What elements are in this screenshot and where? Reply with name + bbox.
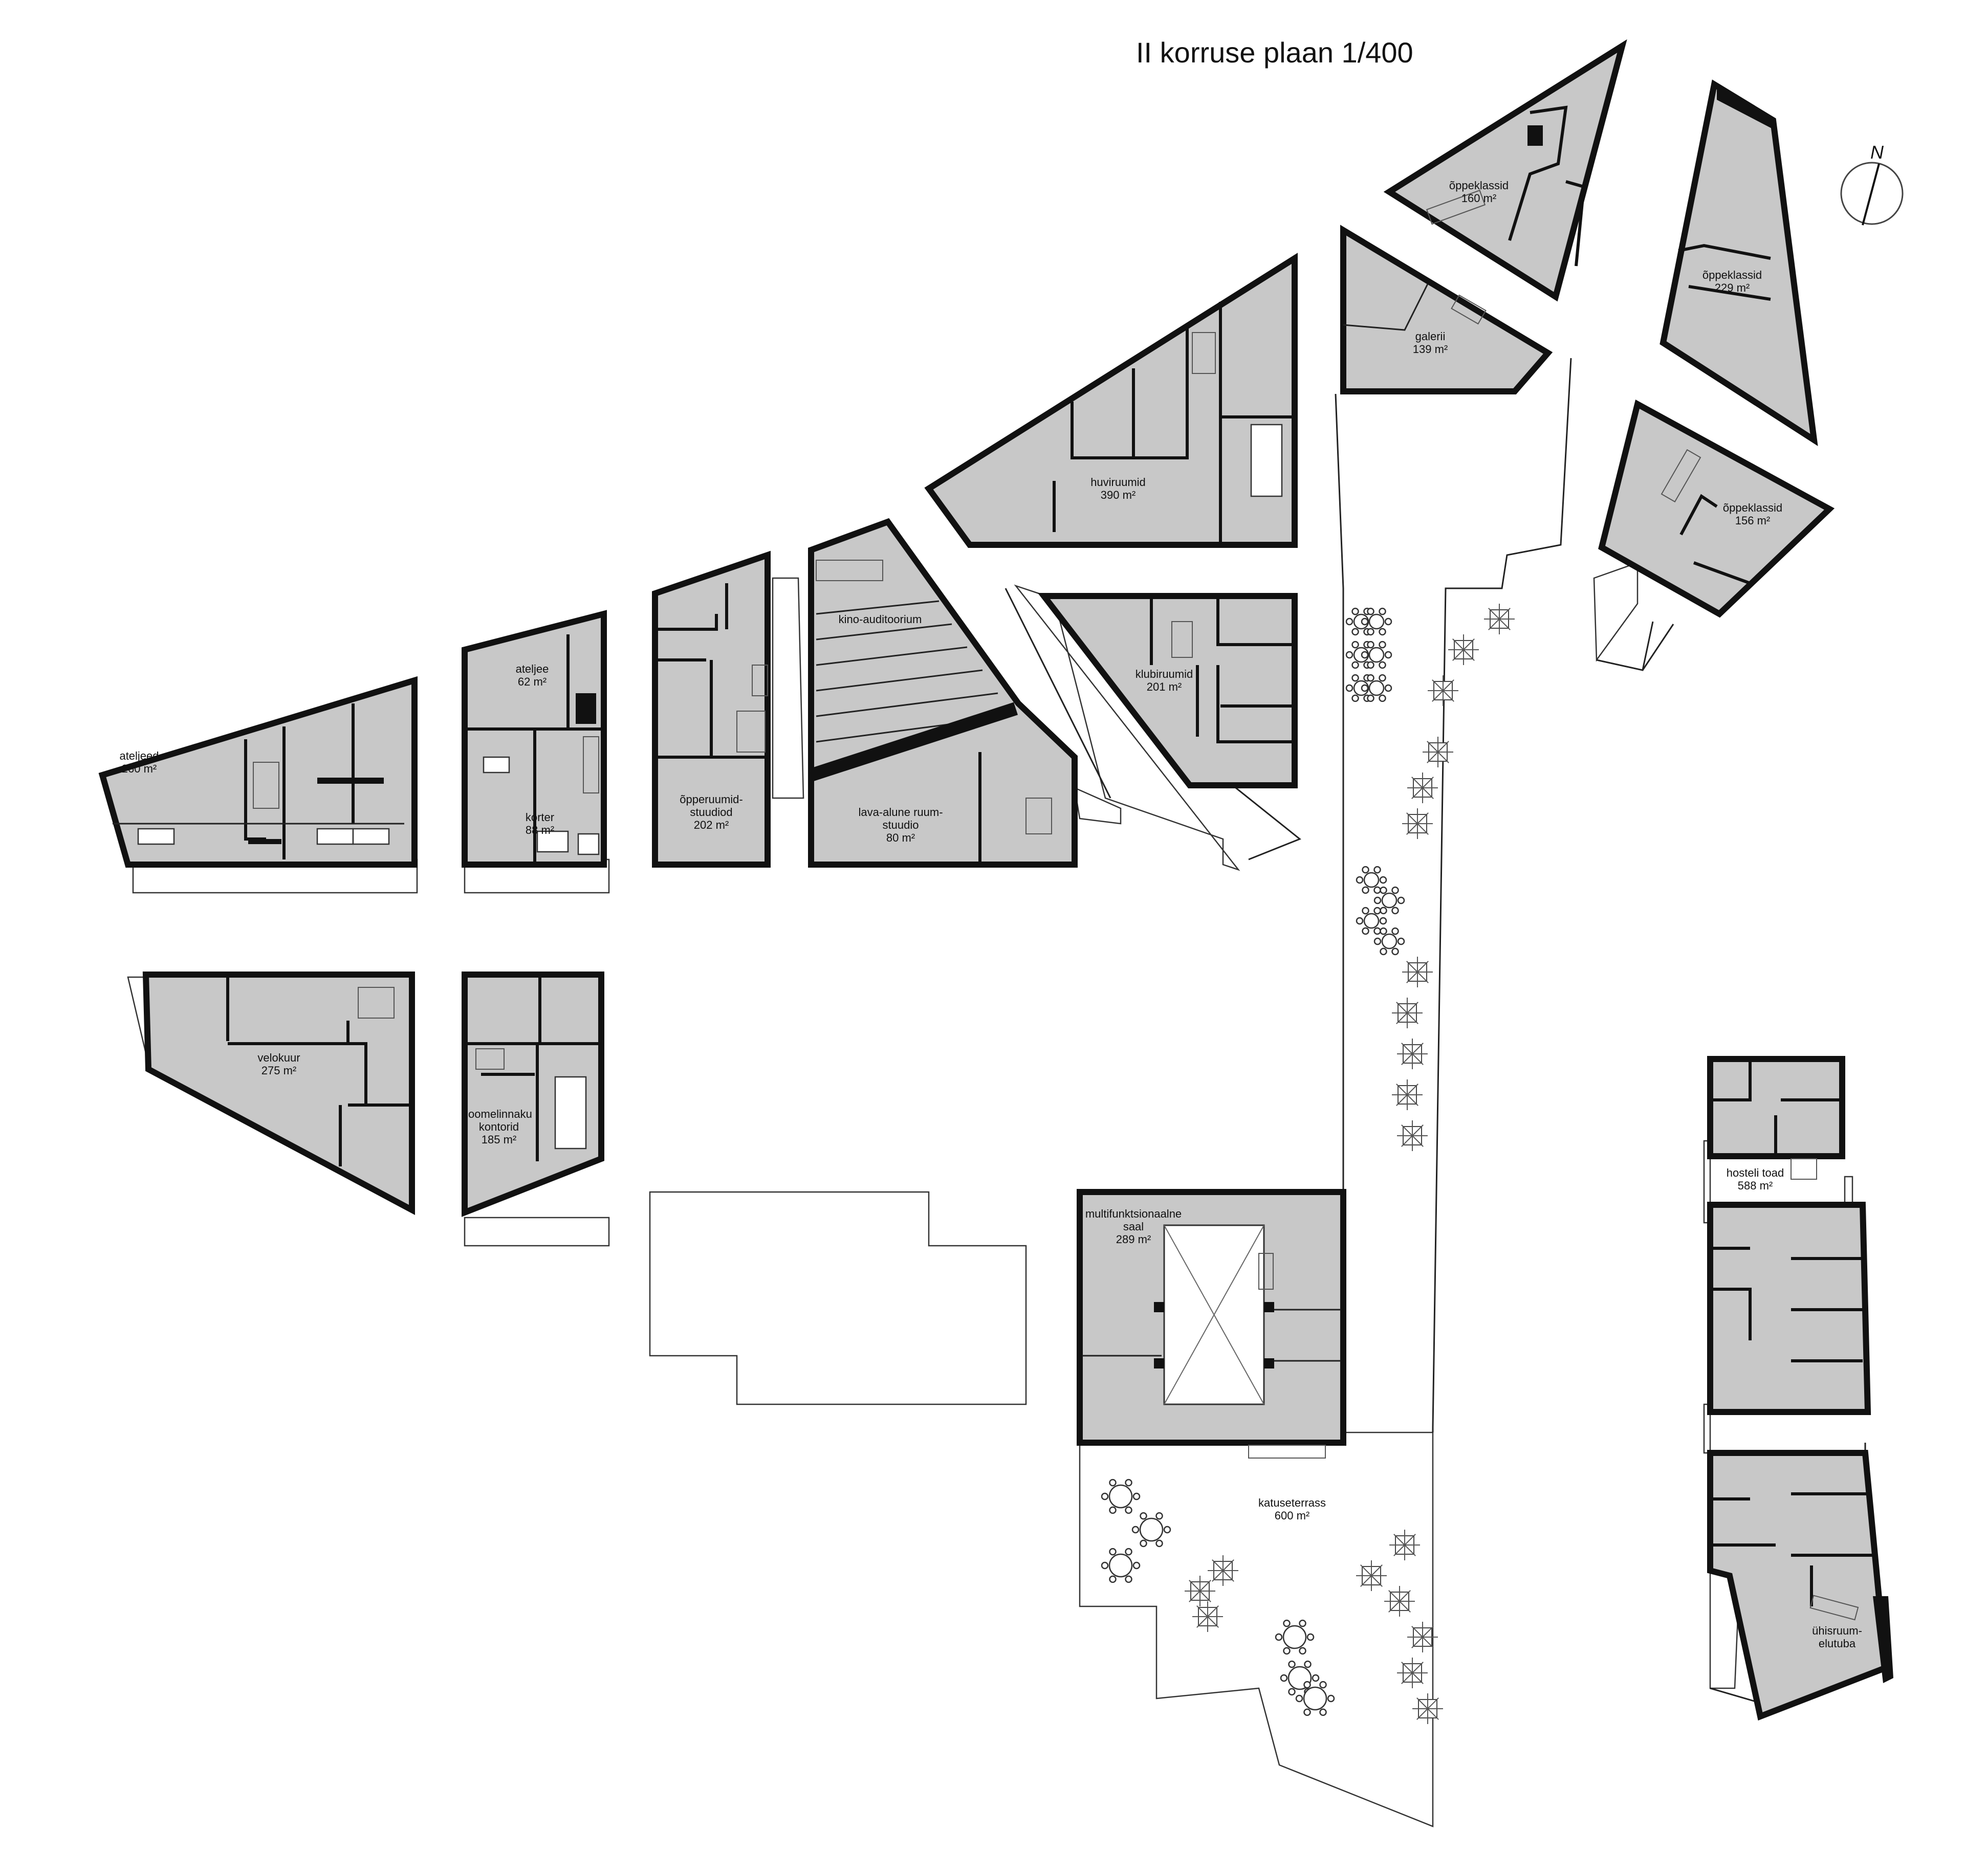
room-velokuur-name: velokuur <box>257 1051 300 1064</box>
room-opperuumid-name-1: õpperuumid- <box>680 793 743 806</box>
room-loomelinnaku-name-2: kontorid <box>479 1120 519 1133</box>
room-oppeklassid-156-area: 156 m² <box>1735 514 1770 527</box>
terrace-table-icon <box>1280 1660 1320 1696</box>
north-arrow-icon: N <box>1840 142 1904 226</box>
planter-icon <box>1397 1039 1428 1069</box>
planter-icon <box>1407 1622 1438 1652</box>
building-oppeklassid-229: õppeklassid 229 m² <box>1660 79 1818 447</box>
room-galerii-name: galerii <box>1415 330 1446 343</box>
room-oppeklassid-229-name: õppeklassid <box>1702 269 1762 281</box>
room-opperuumid-area: 202 m² <box>694 819 729 831</box>
room-katuseterrass-name: katuseterrass <box>1258 1496 1326 1509</box>
planter-icon <box>1185 1576 1215 1606</box>
planter-icon <box>1448 634 1479 665</box>
building-ateljeed: ateljeed 260 m² <box>98 676 418 868</box>
room-lava-area: 80 m² <box>886 831 915 844</box>
room-ateljeed-name: ateljeed <box>119 749 159 762</box>
room-galerii-area: 139 m² <box>1413 343 1448 356</box>
building-kino: kino-auditoorium lava-alune ruum- stuudi… <box>808 518 1078 868</box>
room-velokuur-area: 275 m² <box>261 1064 296 1077</box>
terrace-table-icon <box>1101 1548 1141 1583</box>
room-korter-name: korter <box>526 811 554 824</box>
building-huviruumid: huviruumid 390 m² <box>924 253 1298 548</box>
building-opperuumid: õpperuumid- stuudiod 202 m² <box>652 550 771 868</box>
terrace-table-icon <box>1361 674 1392 702</box>
north-label: N <box>1870 142 1884 163</box>
terrace-table-icon <box>1373 927 1405 956</box>
planter-icon <box>1392 1079 1423 1110</box>
room-lava-name-1: lava-alune ruum- <box>858 806 943 819</box>
planter-icon <box>1402 957 1433 987</box>
building-korter: ateljee 62 m² korter 88 m² <box>462 610 607 868</box>
room-multi-name-1: multifunktsionaalne <box>1085 1207 1182 1220</box>
planter-icon <box>1428 675 1458 706</box>
room-klubiruumid-name: klubiruumid <box>1136 668 1193 680</box>
room-ateljeed-area: 260 m² <box>122 762 157 775</box>
terrace-table-icon <box>1356 866 1387 894</box>
building-galerii: galerii 139 m² <box>1340 225 1553 394</box>
planter-icon <box>1402 808 1433 839</box>
terrace-table-icon <box>1101 1478 1141 1514</box>
room-huviruumid-name: huviruumid <box>1090 476 1146 489</box>
planter-icon <box>1407 773 1438 803</box>
planter-icon <box>1208 1555 1238 1586</box>
terrace-table-icon <box>1373 886 1405 915</box>
planter-icon <box>1389 1530 1420 1560</box>
planter-icon <box>1484 604 1515 634</box>
room-opperuumid-name-2: stuudiod <box>690 806 732 819</box>
planter-icon <box>1192 1601 1223 1632</box>
room-kino-name: kino-auditoorium <box>839 613 922 626</box>
room-loomelinnaku-area: 185 m² <box>482 1133 516 1146</box>
building-oppeklassid-160: õppeklassid 160 m² <box>1383 39 1627 302</box>
terrace-furniture <box>1101 604 1515 1724</box>
room-klubiruumid-area: 201 m² <box>1147 680 1182 693</box>
terrace-table-icon <box>1361 607 1392 636</box>
building-oppeklassid-156: õppeklassid 156 m² <box>1598 400 1835 618</box>
room-lava-name-2: stuudio <box>883 819 919 831</box>
terrace-table-icon <box>1295 1681 1335 1716</box>
building-loomelinnaku: loomelinnaku kontorid 185 m² <box>462 972 604 1217</box>
plan-title: II korruse plaan 1/400 <box>1136 36 1413 69</box>
planter-icon <box>1384 1586 1415 1617</box>
planter-icon <box>1412 1693 1443 1724</box>
building-multifunktsionaalne: multifunktsionaalne saal 289 m² <box>1077 1189 1346 1459</box>
room-hosteli-name: hosteli toad <box>1727 1166 1784 1179</box>
room-multi-area: 289 m² <box>1116 1233 1151 1246</box>
terrace-table-icon <box>1356 907 1387 935</box>
terrace-table-icon <box>1361 641 1392 669</box>
planter-icon <box>1356 1560 1387 1591</box>
room-oppeklassid-160-name: õppeklassid <box>1449 179 1509 192</box>
building-hosteli: hosteli toad 588 m² ühisruum- elutuba <box>1707 1056 1893 1721</box>
room-oppeklassid-156-name: õppeklassid <box>1723 501 1782 514</box>
terrace-label: katuseterrass 600 m² <box>1258 1496 1326 1522</box>
room-oppeklassid-160-area: 160 m² <box>1461 192 1496 205</box>
room-loomelinnaku-name-1: loomelinnaku <box>466 1108 532 1120</box>
room-hosteli-area: 588 m² <box>1738 1179 1773 1192</box>
building-klubiruumid: klubiruumid 201 m² <box>1037 593 1298 788</box>
terrace-table-icon <box>1131 1512 1171 1548</box>
terrace-table-icon <box>1275 1619 1315 1655</box>
room-uhisruum-name-1: ühisruum- <box>1812 1624 1862 1637</box>
building-velokuur: velokuur 275 m² <box>142 972 415 1216</box>
room-katuseterrass-area: 600 m² <box>1275 1509 1309 1522</box>
room-korter-area: 88 m² <box>526 824 554 836</box>
room-oppeklassid-229-area: 229 m² <box>1715 281 1750 294</box>
room-multi-name-2: saal <box>1123 1220 1144 1233</box>
room-ateljee-area: 62 m² <box>518 675 547 688</box>
room-ateljee-name: ateljee <box>516 663 549 675</box>
planter-icon <box>1397 1658 1428 1688</box>
planter-icon <box>1423 737 1453 767</box>
room-uhisruum-name-2: elutuba <box>1819 1637 1856 1650</box>
planter-icon <box>1397 1120 1428 1151</box>
room-huviruumid-area: 390 m² <box>1101 489 1136 501</box>
planter-icon <box>1392 998 1423 1028</box>
